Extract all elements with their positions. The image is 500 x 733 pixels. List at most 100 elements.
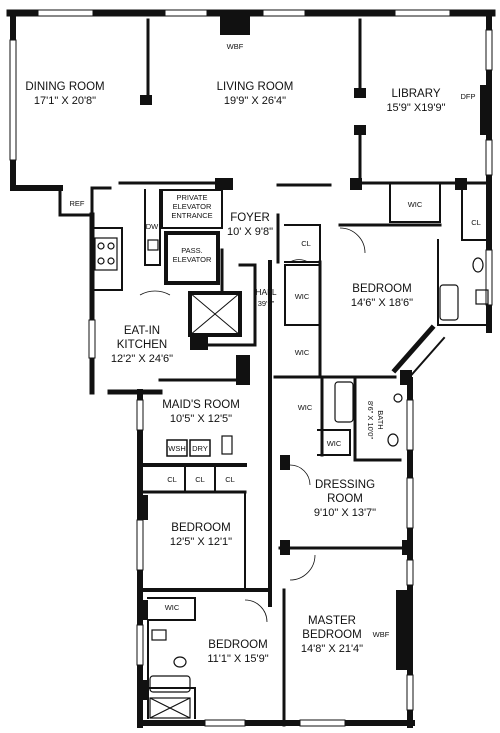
burner-1 — [97, 242, 105, 250]
column-2 — [354, 88, 366, 98]
bedroom-east-name: BEDROOM — [352, 283, 411, 295]
foyer-closet — [284, 224, 321, 263]
library-name: LIBRARY — [391, 88, 440, 100]
window-n2 — [164, 9, 208, 17]
dw-block — [144, 189, 161, 266]
column-1 — [140, 95, 152, 105]
column-15 — [280, 455, 290, 470]
dressing-room-dims: 9'10" X 13'7" — [314, 507, 376, 519]
fixture-labels: WBF DFP REF DW PRIVATE ELEVATOR ENTRANCE… — [70, 42, 481, 639]
burner-2 — [107, 242, 115, 250]
library-dims: 15'9" X19'9" — [386, 102, 445, 114]
pass-elevator-box — [164, 231, 220, 285]
tub-south — [149, 675, 191, 693]
doors — [139, 227, 366, 623]
master-bedroom-name-2: BEDROOM — [302, 629, 361, 641]
window-es1 — [406, 399, 414, 451]
wic-small — [317, 429, 351, 456]
maid-toilet — [221, 435, 233, 455]
dry-label: DRY — [192, 444, 208, 453]
column-12 — [402, 540, 412, 555]
fixtures — [94, 237, 489, 719]
diagonal-wall-2 — [405, 336, 446, 382]
wic-hall-1-label: WIC — [295, 292, 310, 301]
wbf-living-chimney — [220, 13, 250, 35]
column-3 — [354, 125, 366, 135]
cl-maid-3-label: CL — [225, 475, 235, 484]
window-w1 — [136, 399, 144, 431]
column-13 — [140, 600, 148, 620]
window-es3 — [406, 559, 414, 586]
column-4 — [215, 178, 233, 190]
pass-elevator-label-1: PASS. — [181, 246, 203, 255]
column-7 — [236, 355, 250, 385]
tub-master — [334, 381, 354, 423]
dw-label: DW — [146, 222, 159, 231]
window-s2 — [299, 719, 346, 727]
bedroom-bath-wall — [437, 239, 491, 326]
wsh-label: WSH — [168, 444, 186, 453]
tub-east — [439, 284, 459, 321]
shaft-surround — [193, 248, 257, 347]
pass-elevator-label-2: ELEVATOR — [173, 255, 212, 264]
shower-x — [149, 697, 191, 719]
toilet-master — [387, 433, 399, 447]
shaft-x2 — [189, 292, 241, 336]
dressing-room-name-1: DRESSING — [315, 479, 375, 491]
kitchen-counter — [91, 227, 123, 291]
column-9 — [400, 370, 412, 385]
private-elevator-label-3: ENTRANCE — [171, 211, 212, 220]
diagonal-wall — [391, 324, 436, 374]
closet-div-1 — [184, 464, 216, 493]
south-bath-wall — [147, 619, 196, 719]
burner-3 — [97, 257, 105, 265]
wbf-master-chimney — [396, 590, 412, 670]
dining-room-name: DINING ROOM — [25, 81, 104, 93]
wic-small-label: WIC — [327, 439, 342, 448]
window-es4 — [406, 674, 414, 711]
living-room-name: LIVING ROOM — [217, 81, 294, 93]
window-n1 — [37, 9, 94, 17]
door-bedroom-south — [244, 599, 268, 623]
window-e2 — [485, 139, 493, 176]
window-kw — [88, 319, 96, 359]
foyer-name: FOYER — [230, 212, 270, 224]
hall-name: HALL — [255, 287, 277, 297]
cl-library-label: CL — [471, 218, 481, 227]
labels: DINING ROOM 17'1" X 20'8" LIVING ROOM 19… — [25, 81, 445, 665]
bedroom-middle-name: BEDROOM — [171, 522, 230, 534]
bedroom-south-dims: 11'1" X 15'9" — [207, 653, 268, 665]
kitchen-name-2: KITCHEN — [117, 339, 167, 351]
door-master — [289, 554, 316, 581]
door-foyer-cl — [289, 259, 309, 263]
bath-wall — [353, 378, 402, 462]
column-8 — [190, 335, 208, 350]
washer — [166, 439, 188, 457]
sink-east — [475, 289, 489, 305]
kitchen-dims: 12'2" X 24'6" — [111, 353, 173, 365]
dfp-label: DFP — [461, 92, 476, 101]
column-6 — [455, 178, 467, 190]
shower-south — [149, 697, 191, 719]
toilet-east — [472, 257, 484, 273]
bath-label: BATH 8'6" X 10'0" — [366, 401, 385, 440]
sink-master — [393, 393, 403, 403]
bedroom-middle-dims: 12'5" X 12'1" — [170, 536, 232, 548]
sink-south — [151, 629, 167, 641]
kitchen-name-1: EAT-IN — [124, 325, 160, 337]
wic-hall-2-label: WIC — [295, 348, 310, 357]
hall-dims: 39'9" — [258, 299, 275, 308]
cl-foyer-label: CL — [301, 239, 311, 248]
column-10 — [140, 495, 148, 520]
cl-maid-1-label: CL — [167, 475, 177, 484]
master-bedroom-dims: 14'8" X 21'4" — [301, 643, 363, 655]
window-es2 — [406, 477, 414, 529]
ref-wall — [58, 186, 112, 217]
maids-room-name: MAID'S ROOM — [162, 399, 240, 411]
window-dining-w — [9, 39, 17, 161]
cl-maid-2-label: CL — [195, 475, 205, 484]
dryer — [189, 439, 211, 457]
window-n3 — [262, 9, 306, 17]
window-n4 — [394, 9, 451, 17]
